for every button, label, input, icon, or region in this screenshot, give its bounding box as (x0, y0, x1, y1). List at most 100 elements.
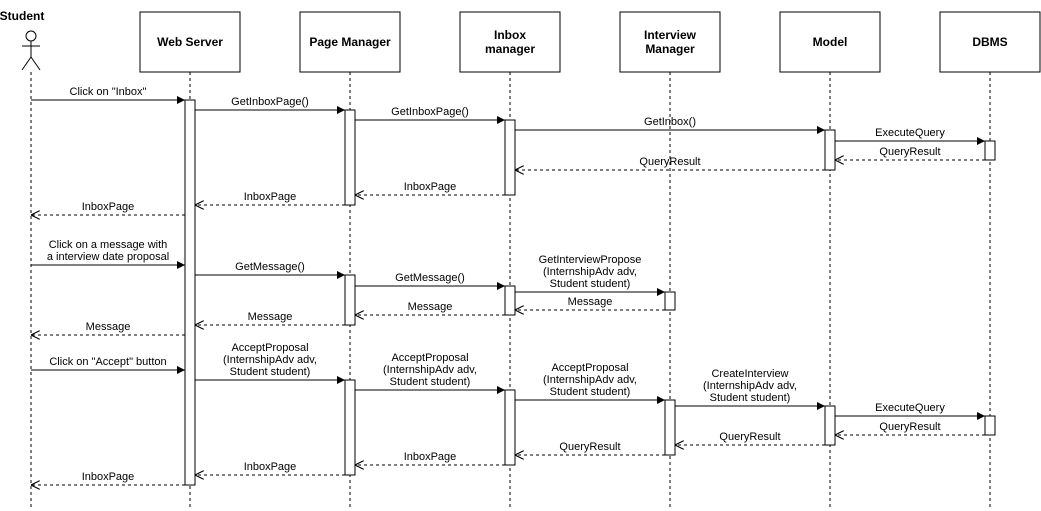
activation-bar-model (824, 405, 836, 446)
participant-web: Web Server (139, 11, 241, 73)
return-message-pm-to-web: InboxPage (195, 191, 345, 205)
return-message-pm-to-web: InboxPage (195, 461, 345, 475)
message-label: GetInterviewPropose (539, 254, 642, 266)
return-message-pm-to-web: Message (195, 311, 345, 325)
message-label: InboxPage (404, 181, 457, 193)
message-label: Student student) (550, 278, 631, 290)
participant-box-interview (619, 11, 721, 73)
activation-bar-dbms (984, 415, 996, 436)
actor-head-icon (25, 30, 37, 42)
activation-bar-inbox (504, 389, 516, 466)
message-label: QueryResult (879, 421, 940, 433)
message-label: Click on "Inbox" (70, 86, 147, 98)
return-message-dbms-to-model: QueryResult (835, 146, 985, 160)
participant-box-web (139, 11, 241, 73)
activation-bar-pm (344, 379, 356, 476)
participant-label-inbox: Inbox (494, 28, 526, 42)
call-message-web-to-pm: GetMessage() (195, 261, 345, 279)
call-message-model-to-dbms: ExecuteQuery (835, 127, 985, 145)
actor-right-leg-icon (30, 56, 41, 71)
call-message-student-to-web: Click on "Inbox" (31, 86, 185, 104)
message-label: ExecuteQuery (875, 402, 945, 414)
message-label: Message (408, 301, 453, 313)
call-message-interview-to-model: CreateInterview(InternshipAdv adv,Studen… (675, 368, 825, 410)
activation-bar-inbox (504, 285, 516, 316)
message-label: QueryResult (719, 431, 780, 443)
message-label: ExecuteQuery (875, 127, 945, 139)
participant-label-model: Model (813, 35, 848, 49)
actor-left-leg-icon (21, 56, 32, 71)
message-label: (InternshipAdv adv, (703, 380, 797, 392)
message-label: (InternshipAdv adv, (543, 266, 637, 278)
message-label: InboxPage (82, 201, 135, 213)
message-label: GetMessage() (395, 272, 465, 284)
message-label: Student student) (390, 376, 471, 388)
message-label: CreateInterview (711, 368, 788, 380)
return-message-interview-to-inbox: QueryResult (515, 441, 665, 455)
participant-dbms: DBMS (939, 11, 1041, 73)
message-label: (InternshipAdv adv, (223, 354, 317, 366)
return-message-web-to-student: Message (31, 321, 185, 335)
call-message-inbox-to-interview: AcceptProposal(InternshipAdv adv,Student… (515, 362, 665, 404)
return-message-model-to-inbox: QueryResult (515, 156, 825, 170)
message-label: Student student) (550, 386, 631, 398)
participant-box-pm (299, 11, 401, 73)
message-label: (InternshipAdv adv, (383, 364, 477, 376)
message-label: GetInboxPage() (391, 106, 469, 118)
activation-bar-inbox (504, 119, 516, 196)
message-label: InboxPage (82, 471, 135, 483)
return-message-web-to-student: InboxPage (31, 201, 185, 215)
message-label: Student student) (230, 366, 311, 378)
return-message-model-to-interview: QueryResult (675, 431, 825, 445)
call-message-web-to-pm: GetInboxPage() (195, 96, 345, 114)
message-label: AcceptProposal (551, 362, 628, 374)
participant-label-inbox: manager (485, 42, 535, 56)
call-message-inbox-to-model: GetInbox() (515, 116, 825, 134)
message-label: Message (86, 321, 131, 333)
return-message-inbox-to-pm: InboxPage (355, 181, 505, 195)
call-message-model-to-dbms: ExecuteQuery (835, 402, 985, 420)
return-message-inbox-to-pm: InboxPage (355, 451, 505, 465)
participant-label-interview: Manager (645, 42, 695, 56)
call-message-pm-to-inbox: GetInboxPage() (355, 106, 505, 124)
participant-box-dbms (939, 11, 1041, 73)
return-message-dbms-to-model: QueryResult (835, 421, 985, 435)
call-message-web-to-pm: AcceptProposal(InternshipAdv adv,Student… (195, 342, 345, 384)
return-message-inbox-to-pm: Message (355, 301, 505, 315)
message-label: InboxPage (244, 461, 297, 473)
participant-label-pm: Page Manager (309, 35, 391, 49)
message-label: InboxPage (404, 451, 457, 463)
message-label: InboxPage (244, 191, 297, 203)
call-message-inbox-to-interview: GetInterviewPropose(InternshipAdv adv,St… (515, 254, 665, 296)
message-label: (InternshipAdv adv, (543, 374, 637, 386)
activation-bar-web (184, 99, 196, 486)
message-label: QueryResult (879, 146, 940, 158)
message-label: GetInbox() (644, 116, 696, 128)
participant-label-web: Web Server (157, 35, 223, 49)
message-label: Student student) (710, 392, 791, 404)
activation-bar-pm (344, 109, 356, 206)
message-label: GetInboxPage() (231, 96, 309, 108)
message-label: AcceptProposal (391, 352, 468, 364)
participant-box-model (779, 11, 881, 73)
participant-box-inbox (459, 11, 561, 73)
message-label: Message (568, 296, 613, 308)
message-label: Click on "Accept" button (49, 356, 166, 368)
message-label: QueryResult (639, 156, 700, 168)
message-label: a interview date proposal (47, 251, 169, 263)
participant-model: Model (779, 11, 881, 73)
message-label: Click on a message with (49, 239, 168, 251)
call-message-pm-to-inbox: AcceptProposal(InternshipAdv adv,Student… (355, 352, 505, 394)
actor-student: Student (0, 9, 44, 71)
message-label: QueryResult (559, 441, 620, 453)
participant-pm: Page Manager (299, 11, 401, 73)
activation-bar-interview (664, 291, 676, 311)
activation-bar-pm (344, 274, 356, 326)
activation-bar-interview (664, 399, 676, 456)
return-message-interview-to-inbox: Message (515, 296, 665, 310)
call-message-student-to-web: Click on "Accept" button (31, 356, 185, 374)
participant-label-interview: Interview (644, 28, 697, 42)
message-label: Message (248, 311, 293, 323)
